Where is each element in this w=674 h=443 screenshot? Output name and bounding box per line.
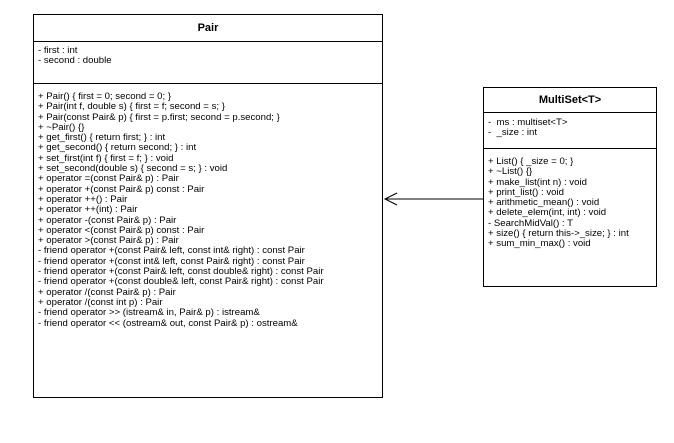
class-multiset-attributes: - ms : multiset<T>- _size : int	[484, 113, 656, 149]
class-method: - friend operator +(const double& left, …	[38, 276, 324, 288]
class-multiset[interactable]: MultiSet<T> - ms : multiset<T>- _size : …	[483, 87, 657, 287]
class-method: + operator ++() : Pair	[38, 193, 128, 205]
class-method: + set_second(double s) { second = s; } :…	[38, 163, 228, 175]
class-method: + delete_elem(int, int) : void	[488, 207, 607, 219]
class-method: + Pair(int f, double s) { first = f; sec…	[38, 101, 225, 113]
class-pair-name: Pair	[34, 15, 382, 42]
class-multiset-methods: + List() { _size = 0; }+ ~List() {}+ mak…	[484, 149, 656, 250]
class-method: + get_first() { return first; } : int	[38, 132, 166, 144]
class-method: - friend operator +(const Pair& left, co…	[38, 266, 324, 278]
class-attribute: - first : int	[38, 45, 78, 56]
class-method: + operator /(const Pair& p) : Pair	[38, 286, 176, 298]
class-method: + operator -(const Pair& p) : Pair	[38, 214, 177, 226]
open-arrowhead-icon	[383, 192, 398, 206]
class-method: - friend operator +(const Pair& left, co…	[38, 245, 305, 257]
class-multiset-name: MultiSet<T>	[484, 88, 656, 113]
class-pair[interactable]: Pair - first : int- second : double + Pa…	[33, 14, 383, 398]
class-method: + ~Pair() {}	[38, 121, 85, 133]
class-attribute: - second : double	[38, 55, 112, 67]
class-method: + print_list() : void	[488, 186, 564, 198]
class-method: - friend operator << (ostream& out, cons…	[38, 317, 298, 329]
class-method: + get_second() { return second; } : int	[38, 142, 197, 154]
class-method: + sum_min_max() : void	[488, 238, 591, 250]
class-attribute: - _size : int	[488, 127, 538, 139]
class-method: + arithmetic_mean() : void	[488, 197, 600, 209]
class-pair-methods: + Pair() { first = 0; second = 0; }+ Pai…	[34, 84, 382, 329]
class-method: + make_list(int n) : void	[488, 176, 587, 188]
class-method: + operator /(const int p) : Pair	[38, 296, 163, 308]
class-method: - friend operator +(const int& left, con…	[38, 255, 305, 267]
class-method: + Pair(const Pair& p) { first = p.first;…	[38, 111, 280, 123]
class-method: + operator ++(int) : Pair	[38, 204, 138, 216]
class-method: + Pair() { first = 0; second = 0; }	[38, 91, 172, 102]
class-pair-attributes: - first : int- second : double	[34, 42, 382, 84]
class-method: - friend operator >> (istream& in, Pair&…	[38, 307, 260, 319]
class-method: + set_first(int f) { first = f; } : void	[38, 152, 174, 164]
class-method: + size() { return this->_size; } : int	[488, 228, 629, 240]
class-method: - SearchMidVal() : T	[488, 217, 573, 229]
class-method: + operator =(const Pair& p) : Pair	[38, 173, 179, 185]
class-method: + ~List() {}	[488, 166, 533, 178]
class-attribute: - ms : multiset<T>	[488, 117, 568, 128]
class-method: + operator >(const Pair& p) : Pair	[38, 235, 179, 247]
class-method: + List() { _size = 0; }	[488, 156, 574, 167]
class-method: + operator <(const Pair& p) const : Pair	[38, 224, 205, 236]
class-method: + operator +(const Pair& p) const : Pair	[38, 183, 205, 195]
